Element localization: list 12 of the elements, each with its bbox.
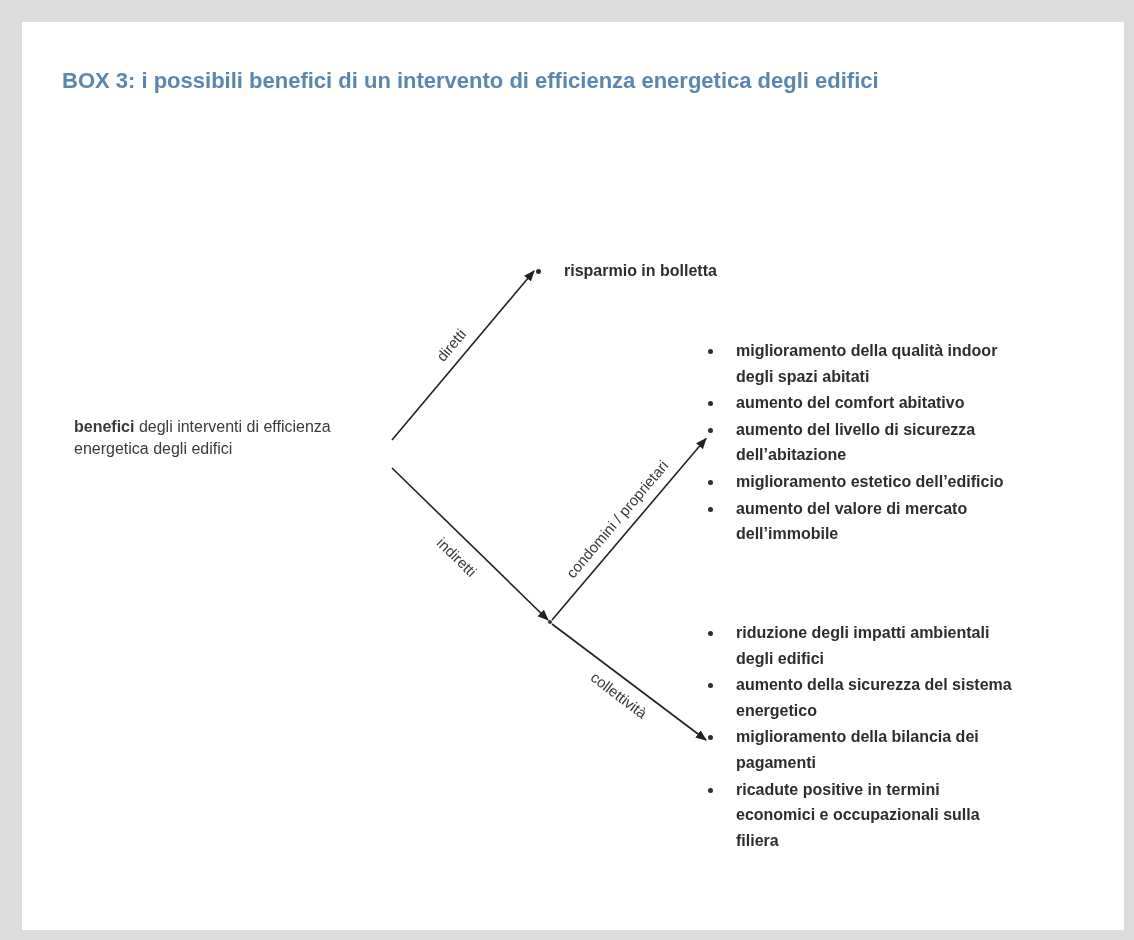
arrow bbox=[551, 437, 707, 621]
bullet-item: aumento del valore di mercato dell’immobile bbox=[706, 495, 1016, 547]
arrow bbox=[551, 623, 707, 741]
junction-point bbox=[548, 620, 552, 624]
bullet-item: ricadute positive in termini economici e occupazionali sulla filiera bbox=[706, 776, 1016, 854]
arrow bbox=[391, 270, 535, 441]
bullet-item: risparmio in bolletta bbox=[534, 258, 774, 284]
root-text: benefici degli interventi di efficienza energetica degli edifici bbox=[74, 417, 332, 460]
bullet-item: aumento del comfort abitativo bbox=[706, 390, 1016, 416]
arrow bbox=[391, 467, 549, 621]
title: BOX 3: i possibili benefici di un intervento di efficienza energetica degli edifici bbox=[62, 68, 880, 94]
bullet-item: miglioramento estetico dell’edificio bbox=[706, 468, 1016, 495]
